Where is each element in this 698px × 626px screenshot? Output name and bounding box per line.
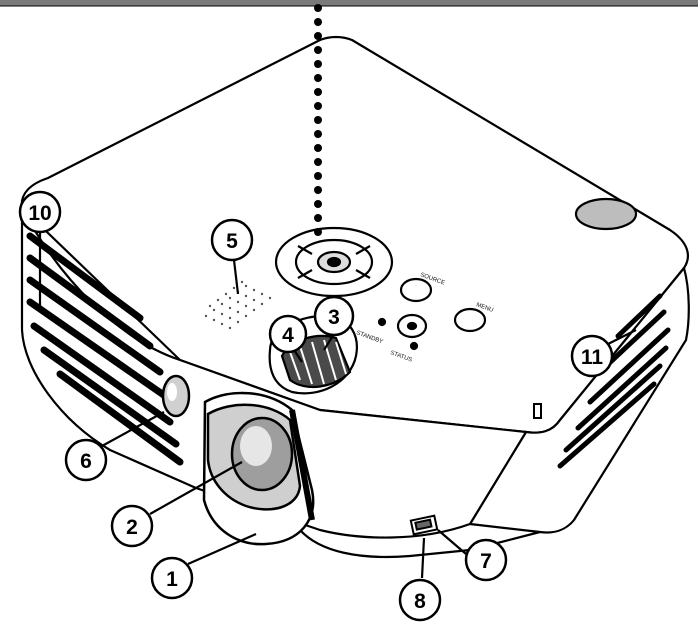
menu-button — [455, 309, 485, 331]
callout-10: 10 — [20, 192, 60, 232]
standby-led — [379, 319, 385, 325]
source-button — [401, 279, 431, 301]
security-slot — [534, 404, 541, 418]
callout-4: 4 — [270, 316, 306, 352]
callout-10-text: 10 — [28, 202, 51, 225]
callout-2: 2 — [112, 506, 152, 546]
projector-body — [22, 37, 689, 557]
control-pad — [276, 228, 392, 296]
callout-7-text: 7 — [480, 550, 492, 573]
callout-2-text: 2 — [126, 516, 138, 539]
lens-highlight — [240, 426, 272, 466]
callout-3: 3 — [315, 297, 353, 335]
callout-5: 5 — [212, 220, 252, 260]
callout-3-text: 3 — [328, 306, 340, 329]
callout-7: 7 — [466, 540, 506, 580]
callout-11: 11 — [572, 336, 612, 376]
callout-11-text: 11 — [581, 346, 604, 369]
callout-8: 8 — [400, 580, 440, 620]
remote-signal-dots — [314, 4, 322, 236]
callout-4-text: 4 — [282, 324, 294, 347]
top-border — [0, 0, 698, 6]
remote-sensor — [163, 376, 189, 416]
rear-bump — [576, 199, 636, 229]
callout-6-text: 6 — [80, 450, 92, 473]
callout-1-text: 1 — [166, 568, 178, 591]
callout-6: 6 — [66, 440, 106, 480]
callout-8-text: 8 — [414, 590, 426, 613]
status-led — [411, 343, 417, 349]
callout-5-text: 5 — [226, 230, 238, 253]
callout-1: 1 — [152, 558, 192, 598]
